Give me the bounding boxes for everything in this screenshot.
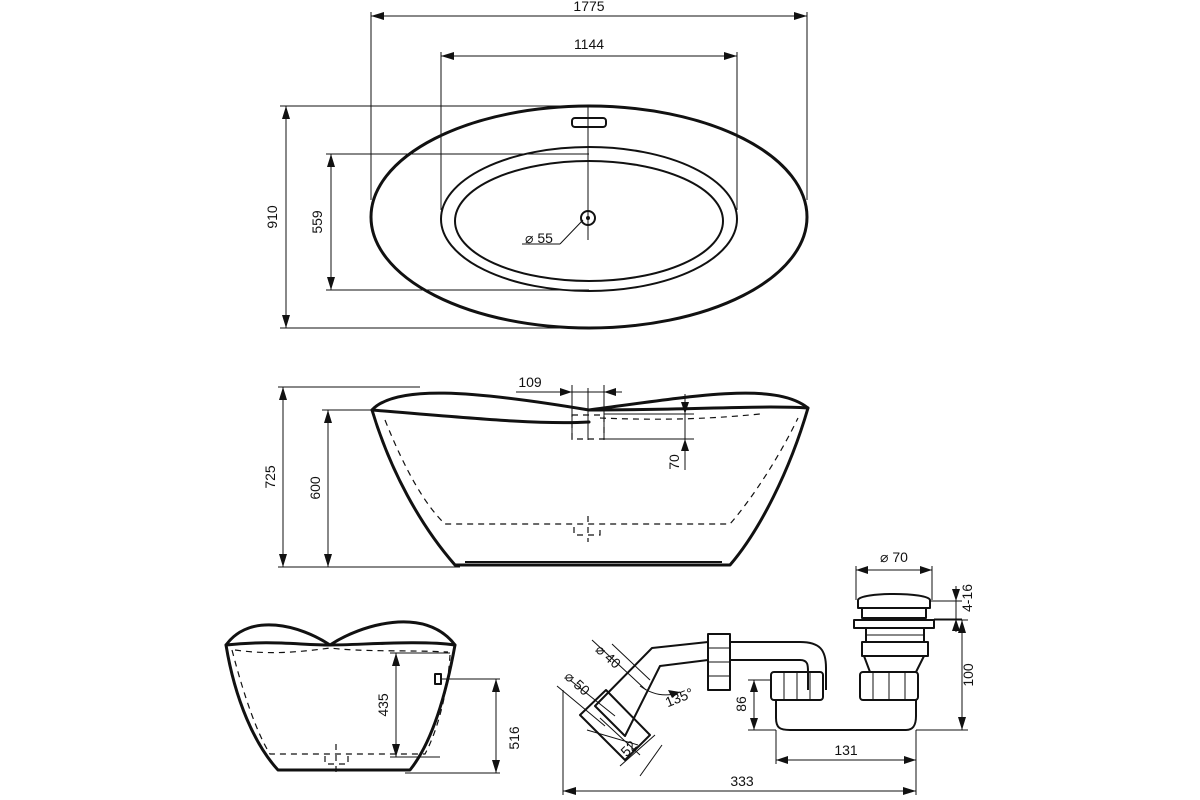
- pop-up-plug: [857, 593, 931, 609]
- tub-side-body: [370, 391, 810, 567]
- top-width-label: 910: [264, 205, 280, 229]
- side-view: 109 70 725 600: [262, 374, 810, 568]
- end-height-label: 516: [506, 726, 522, 750]
- trap-bottom-pipe: [775, 700, 917, 731]
- drain-diameter-label: ⌀ 55: [525, 230, 553, 246]
- overflow-height-label: 70: [666, 454, 682, 470]
- tub-inner-contour: [384, 417, 799, 525]
- drain-siphon-view: ⌀ 70 4-16 100 86 131 333: [556, 549, 976, 795]
- side-height-label: 725: [262, 465, 278, 489]
- inner-width-label: 559: [309, 210, 325, 234]
- overflow-knob: [434, 673, 442, 685]
- top-length-label: 1775: [573, 0, 604, 14]
- overflow-slot: [571, 117, 607, 128]
- end-inner-height-label: 435: [375, 693, 391, 717]
- plug-stroke-label: 4-16: [959, 584, 975, 612]
- side-inner-height-label: 600: [307, 476, 323, 500]
- angle-label: 135°: [663, 685, 696, 711]
- drain-span-label: 131: [834, 742, 858, 758]
- tub-basin: [454, 160, 724, 282]
- riser-height-label: 86: [733, 696, 749, 712]
- plug-diameter-label: ⌀ 70: [880, 549, 908, 565]
- inner-length-label: 1144: [574, 36, 604, 52]
- trap-height-label: 100: [960, 663, 976, 687]
- top-view: ⌀ 55 1775 1144 910 559: [264, 0, 809, 330]
- total-span-label: 333: [730, 773, 754, 789]
- overflow-offset-label: 109: [518, 374, 542, 390]
- end-view: 435 516: [224, 620, 522, 774]
- tub-inner-rim: [440, 146, 738, 292]
